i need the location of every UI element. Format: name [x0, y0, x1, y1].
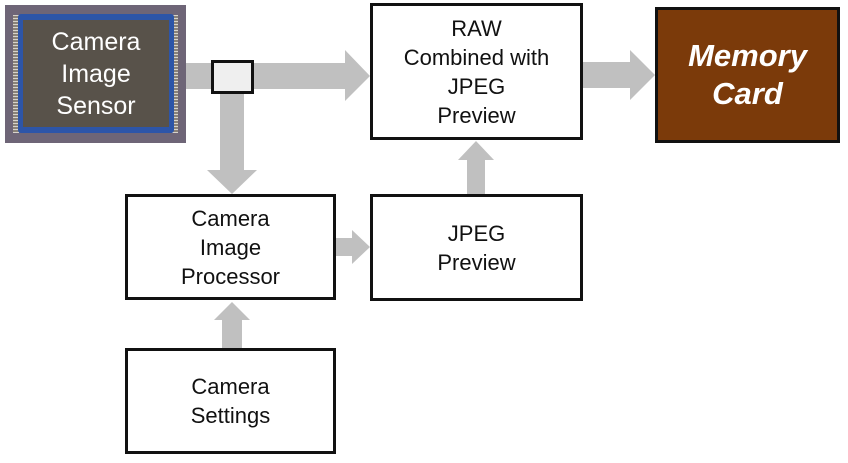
sensor-pins-right [172, 15, 178, 133]
arrow-sensor-to-processor [207, 94, 257, 194]
settings-label-line: Settings [190, 403, 271, 428]
raw-label-line: Preview [437, 102, 516, 128]
memory-card-label-line: Card [712, 76, 783, 111]
arrow-processor-to-jpeg-preview [336, 230, 370, 264]
camera-image-processor-box: Camera Image Processor [125, 194, 336, 300]
memory-card-label-line: Memory [688, 38, 807, 73]
sensor-label-line: Camera [51, 27, 141, 56]
arrow-raw-to-memory-card [583, 50, 655, 100]
processor-label-line: Processor [180, 263, 281, 289]
memory-card-box: Memory Card [655, 7, 840, 143]
sensor-label-line: Image [61, 59, 131, 88]
raw-label-line: JPEG [447, 73, 506, 99]
processor-label-line: Image [199, 234, 262, 260]
camera-settings-box: Camera Settings [125, 348, 336, 454]
raw-combined-box: RAW Combined with JPEG Preview [370, 3, 583, 140]
arrow-jpeg-preview-to-raw [458, 141, 494, 194]
sensor-pins-left [13, 15, 19, 133]
jpeg-preview-box: JPEG Preview [370, 194, 583, 301]
camera-image-sensor: Camera Image Sensor [5, 5, 186, 143]
jpeg-preview-label-line: JPEG [447, 220, 506, 246]
sensor-label-line: Sensor [56, 91, 136, 120]
jpeg-preview-label-line: Preview [437, 249, 516, 275]
arrow-settings-to-processor [214, 302, 250, 348]
processor-label-line: Camera [191, 205, 270, 231]
junction-node [211, 60, 254, 94]
sensor-die: Camera Image Sensor [23, 20, 169, 127]
raw-label-line: Combined with [403, 44, 550, 70]
settings-label-line: Camera [191, 374, 270, 399]
sensor-frame: Camera Image Sensor [18, 14, 174, 133]
raw-label-line: RAW [451, 15, 502, 41]
